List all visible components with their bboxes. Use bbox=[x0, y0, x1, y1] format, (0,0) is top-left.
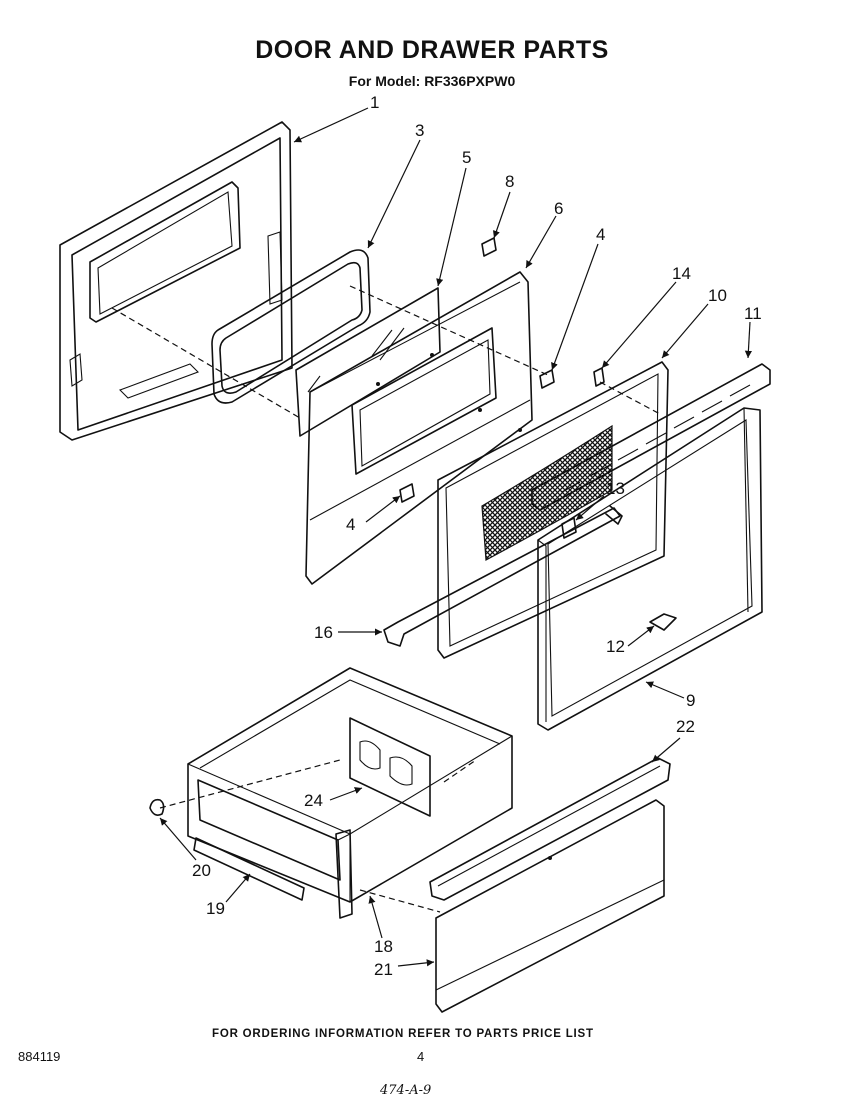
ordering-note: FOR ORDERING INFORMATION REFER TO PARTS … bbox=[212, 1028, 594, 1040]
callout-12: 12 bbox=[606, 637, 625, 656]
drawer-roller bbox=[149, 798, 165, 816]
page-number: 4 bbox=[417, 1049, 425, 1064]
clip-part-14 bbox=[593, 367, 605, 387]
clip-part-4-lower bbox=[399, 483, 415, 503]
door-gasket bbox=[211, 249, 371, 404]
callout-24: 24 bbox=[304, 791, 323, 810]
drawer-rail bbox=[193, 837, 305, 901]
drawer-front-panel bbox=[435, 799, 665, 1013]
callout-4-upper: 4 bbox=[596, 225, 605, 244]
door-glass bbox=[295, 287, 441, 437]
callout-8: 8 bbox=[505, 172, 514, 191]
callout-14: 14 bbox=[672, 264, 691, 283]
callout-16: 16 bbox=[314, 623, 333, 642]
callout-19: 19 bbox=[206, 899, 225, 918]
door-handle bbox=[383, 505, 623, 647]
callout-5: 5 bbox=[462, 148, 471, 167]
callout-10: 10 bbox=[708, 286, 727, 305]
drawer-side-slide bbox=[335, 829, 353, 919]
vent-trim-strip bbox=[531, 363, 771, 511]
callout-13: 13 bbox=[606, 479, 625, 498]
outer-door-panel bbox=[59, 121, 293, 441]
clip-part-4-upper bbox=[539, 369, 555, 389]
callout-18: 18 bbox=[374, 937, 393, 956]
callout-22: 22 bbox=[676, 717, 695, 736]
leader-lines bbox=[159, 107, 752, 967]
model-subtitle: For Model: RF336PXPW0 bbox=[348, 73, 516, 89]
callout-9: 9 bbox=[686, 691, 695, 710]
drawer-back-bracket bbox=[349, 717, 431, 817]
oven-window-panel bbox=[437, 361, 669, 659]
drawer-front-trim bbox=[429, 757, 671, 901]
alignment-lines bbox=[111, 285, 661, 913]
door-frame bbox=[537, 407, 763, 731]
callout-6: 6 bbox=[554, 199, 563, 218]
latch-part-12 bbox=[649, 613, 677, 631]
document-number: 884119 bbox=[18, 1049, 61, 1064]
callout-11: 11 bbox=[744, 304, 762, 323]
callout-3: 3 bbox=[415, 121, 424, 140]
callout-1: 1 bbox=[370, 93, 379, 112]
drawer-body bbox=[187, 667, 513, 903]
callout-21: 21 bbox=[374, 960, 393, 979]
handwritten-note: 474-A-9 bbox=[380, 1083, 432, 1098]
diagram-title: DOOR AND DRAWER PARTS bbox=[255, 36, 609, 64]
clip-part-8 bbox=[481, 237, 497, 257]
callout-4-lower: 4 bbox=[346, 515, 355, 534]
callout-20: 20 bbox=[192, 861, 211, 880]
inner-door-liner bbox=[305, 271, 533, 585]
